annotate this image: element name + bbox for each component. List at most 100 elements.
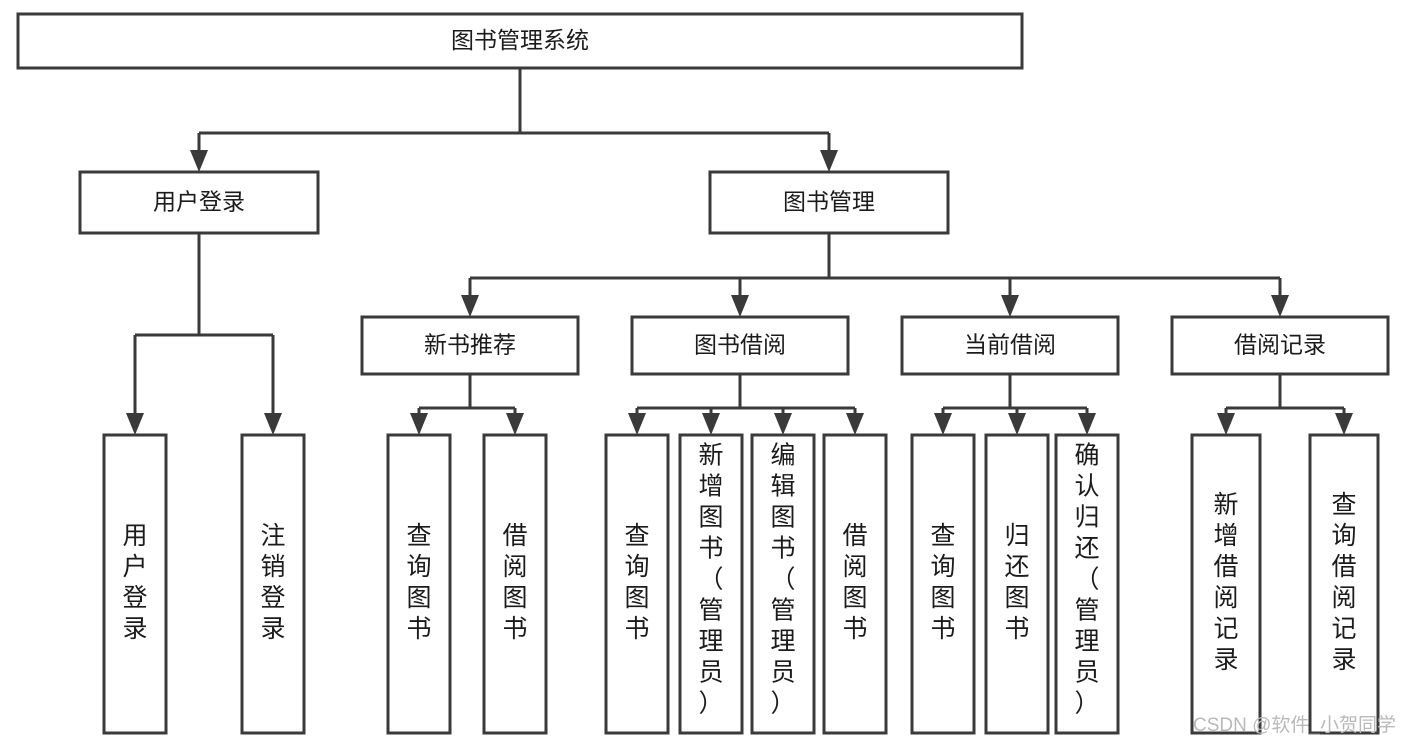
node-current-borrow[interactable]: 当前借阅 xyxy=(900,315,1120,376)
node-leaf-5-label-char: 书 xyxy=(624,615,649,643)
node-book-borrow-box xyxy=(630,315,850,376)
node-leaf-12-label-char: 新 xyxy=(1213,491,1238,519)
node-leaf-5-label-char: 图 xyxy=(624,584,649,612)
node-leaf-3-label-char: 查 xyxy=(406,522,431,550)
node-borrow-record-label: 借阅记录 xyxy=(1234,332,1326,358)
node-leaf-4-label-char: 书 xyxy=(502,615,527,643)
node-leaf-6-label-char: 员 xyxy=(698,659,723,687)
node-borrow-record[interactable]: 借阅记录 xyxy=(1170,315,1390,376)
node-leaf-12-box xyxy=(1190,433,1262,735)
node-leaf-7-label-char: 辑 xyxy=(770,473,795,501)
node-leaf-12-label-char: 记 xyxy=(1213,615,1238,643)
node-leaf-11-label-char: 认 xyxy=(1074,473,1099,501)
arrow-head-icon xyxy=(731,295,749,317)
node-leaf-1[interactable]: 用户登录 xyxy=(102,433,168,735)
node-leaf-9-label-char: 查 xyxy=(930,522,955,550)
node-leaf-6-label-char: 新 xyxy=(698,442,723,470)
node-current-borrow-label: 当前借阅 xyxy=(964,332,1056,358)
node-leaf-12-label-char: 借 xyxy=(1213,553,1238,581)
node-new-book-recommend-label: 新书推荐 xyxy=(424,332,516,358)
watermark-label: CSDN @软件_小贺同学 xyxy=(1193,714,1396,736)
node-leaf-11-label-char: 还 xyxy=(1074,535,1099,563)
node-leaf-13-label-char: 借 xyxy=(1331,553,1356,581)
node-new-book-recommend-box xyxy=(360,315,580,376)
node-leaf-11-label-char: 员 xyxy=(1074,659,1099,687)
arrow-head-icon xyxy=(1008,413,1026,435)
node-leaf-12-label-char: 录 xyxy=(1213,646,1238,674)
node-borrow-record-box xyxy=(1170,315,1390,376)
node-leaf-4-box xyxy=(482,433,548,735)
arrow-head-icon xyxy=(1217,413,1235,435)
node-leaf-7-label-char: 管 xyxy=(770,597,795,625)
node-user-login[interactable]: 用户登录 xyxy=(78,170,320,235)
node-leaf-2-label-char: 录 xyxy=(260,615,285,643)
node-leaf-12-label-char: 阅 xyxy=(1213,584,1238,612)
node-leaf-3-box xyxy=(386,433,452,735)
node-root-box xyxy=(16,12,1024,70)
node-leaf-11-label-char: ） xyxy=(1074,690,1099,718)
connector-layer xyxy=(126,68,1353,435)
arrow-head-icon xyxy=(410,413,428,435)
node-leaf-1-label-char: 录 xyxy=(122,615,147,643)
node-leaf-2-label-char: 登 xyxy=(260,584,285,612)
node-new-book-recommend[interactable]: 新书推荐 xyxy=(360,315,580,376)
arrow-head-icon xyxy=(820,150,838,172)
arrow-head-icon xyxy=(628,413,646,435)
arrow-head-icon xyxy=(264,413,282,435)
node-leaf-2-label-char: 注 xyxy=(260,522,285,550)
node-leaf-7-label-char: 员 xyxy=(770,659,795,687)
node-leaf-7-label-char: 图 xyxy=(770,504,795,532)
node-root[interactable]: 图书管理系统 xyxy=(16,12,1024,70)
node-leaf-13-box xyxy=(1308,433,1380,735)
node-current-borrow-box xyxy=(900,315,1120,376)
node-leaf-7-label-char: 书 xyxy=(770,535,795,563)
arrow-head-icon xyxy=(774,413,792,435)
node-leaf-13-label-char: 阅 xyxy=(1331,584,1356,612)
node-book-management[interactable]: 图书管理 xyxy=(708,170,950,235)
node-leaf-2-label-char: 销 xyxy=(260,553,285,581)
node-leaf-6-label-char: 增 xyxy=(698,473,723,501)
node-book-borrow[interactable]: 图书借阅 xyxy=(630,315,850,376)
arrow-head-icon xyxy=(1078,413,1096,435)
node-leaf-11-label-char: （ xyxy=(1074,566,1099,594)
node-leaf-1-box xyxy=(102,433,168,735)
node-book-borrow-label: 图书借阅 xyxy=(694,332,786,358)
arrow-head-icon xyxy=(1335,413,1353,435)
node-leaf-11-label-char: 确 xyxy=(1074,442,1099,470)
node-leaf-11-label-char: 归 xyxy=(1074,504,1099,532)
node-leaf-3-label-char: 询 xyxy=(406,553,431,581)
node-leaf-8-label-char: 书 xyxy=(842,615,867,643)
arrow-head-icon xyxy=(126,413,144,435)
node-layer: 图书管理系统用户登录图书管理新书推荐图书借阅当前借阅借阅记录用户登录注销登录查询… xyxy=(16,12,1390,735)
arrow-head-icon xyxy=(461,295,479,317)
node-leaf-4-label-char: 借 xyxy=(502,522,527,550)
node-leaf-5-label-char: 查 xyxy=(624,522,649,550)
node-leaf-10-label-char: 归 xyxy=(1004,522,1029,550)
node-leaf-6-label-char: 图 xyxy=(698,504,723,532)
arrow-head-icon xyxy=(1001,295,1019,317)
node-leaf-10-label-char: 图 xyxy=(1004,584,1029,612)
node-leaf-10-box xyxy=(984,433,1050,735)
node-leaf-11-label-char: 管 xyxy=(1074,597,1099,625)
node-user-login-box xyxy=(78,170,320,235)
node-leaf-1-label-char: 户 xyxy=(122,553,147,581)
node-leaf-6-box xyxy=(678,433,744,735)
arrow-head-icon xyxy=(506,413,524,435)
node-leaf-5-label-char: 询 xyxy=(624,553,649,581)
node-leaf-7-label-char: 理 xyxy=(770,628,795,656)
arrow-head-icon xyxy=(190,150,208,172)
node-leaf-7-label-char: 编 xyxy=(770,442,795,470)
